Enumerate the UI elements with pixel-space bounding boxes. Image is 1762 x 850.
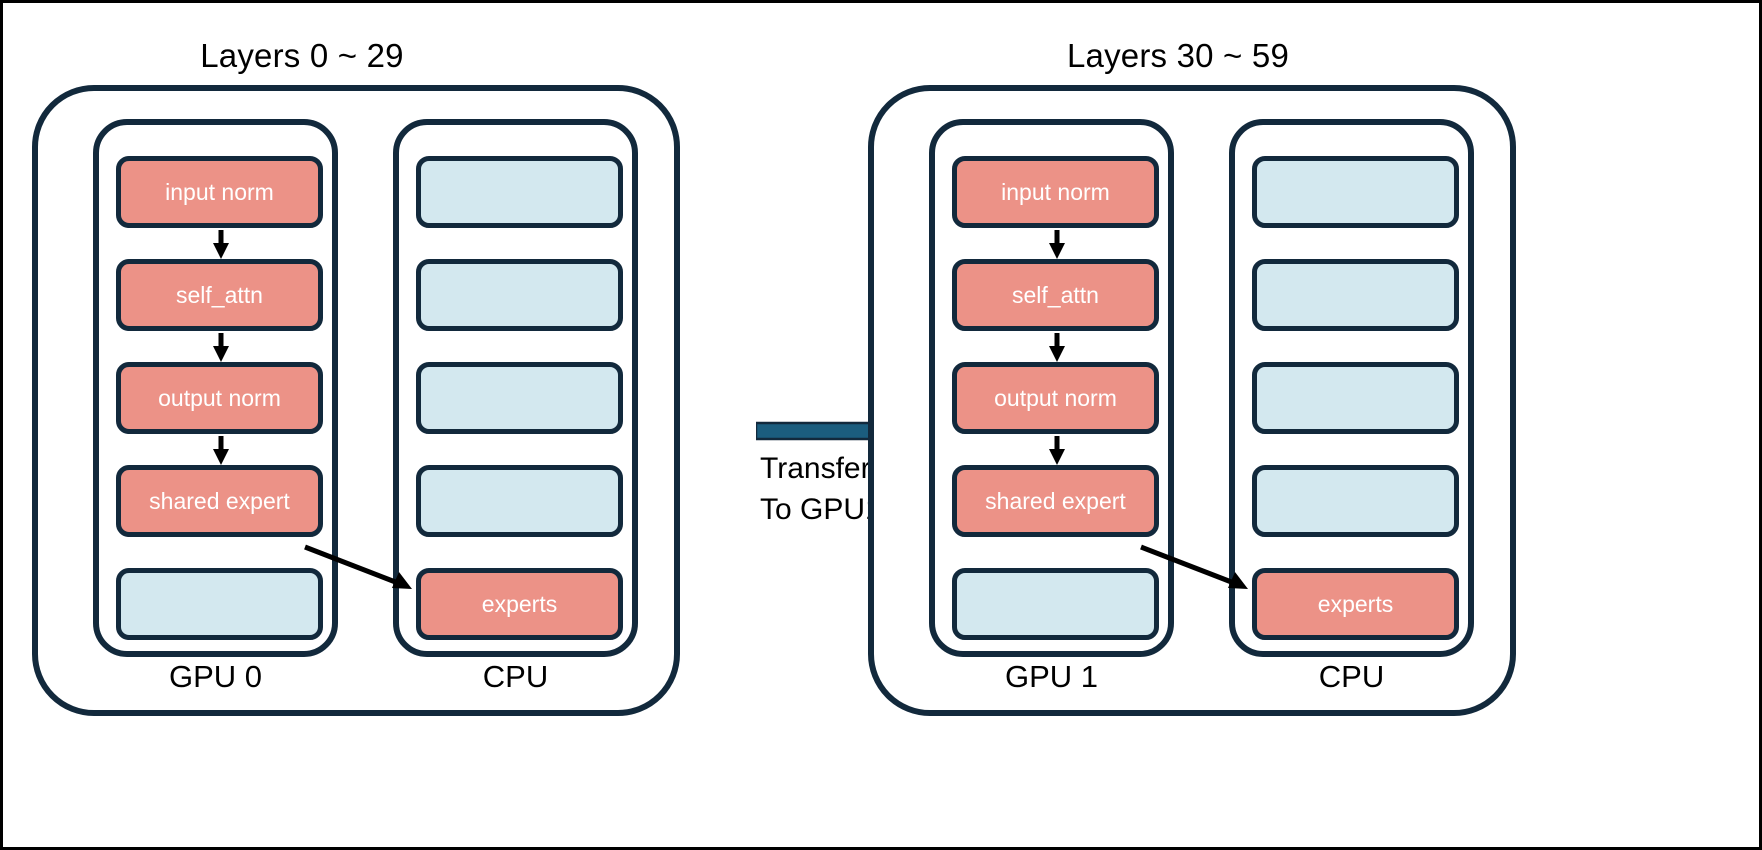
block-experts[interactable]: experts bbox=[416, 568, 623, 640]
frame-edge-top bbox=[0, 0, 1762, 3]
block-empty-slot[interactable] bbox=[1252, 156, 1459, 228]
block-shared-expert[interactable]: shared expert bbox=[116, 465, 323, 537]
cpu-column: experts bbox=[393, 119, 638, 657]
block-empty-slot[interactable] bbox=[116, 568, 323, 640]
block-input-norm[interactable]: input norm bbox=[952, 156, 1159, 228]
frame-edge-bottom bbox=[0, 847, 1762, 850]
block-input-norm[interactable]: input norm bbox=[116, 156, 323, 228]
cpu-column-label: CPU bbox=[1318, 659, 1385, 694]
device-card: input norm self_attn output norm shared … bbox=[32, 85, 680, 716]
block-empty-slot[interactable] bbox=[416, 259, 623, 331]
gpu-column-label: GPU 1 bbox=[1004, 659, 1099, 694]
group-title: Layers 30 ~ 59 bbox=[1066, 37, 1290, 74]
block-empty-slot[interactable] bbox=[416, 465, 623, 537]
gpu-column: input norm self_attn output norm shared … bbox=[93, 119, 338, 657]
gpu-column-label: GPU 0 bbox=[168, 659, 263, 694]
block-empty-slot[interactable] bbox=[1252, 465, 1459, 537]
block-output-norm[interactable]: output norm bbox=[952, 362, 1159, 434]
cpu-column: experts bbox=[1229, 119, 1474, 657]
block-empty-slot[interactable] bbox=[416, 156, 623, 228]
block-empty-slot[interactable] bbox=[1252, 259, 1459, 331]
block-output-norm[interactable]: output norm bbox=[116, 362, 323, 434]
block-empty-slot[interactable] bbox=[952, 568, 1159, 640]
block-self-attn[interactable]: self_attn bbox=[952, 259, 1159, 331]
gpu-column: input norm self_attn output norm shared … bbox=[929, 119, 1174, 657]
frame-edge-right bbox=[1759, 0, 1762, 850]
device-group-0: Layers 0 ~ 29 input norm self_attn outpu… bbox=[0, 0, 762, 850]
block-shared-expert[interactable]: shared expert bbox=[952, 465, 1159, 537]
device-group-1: Layers 30 ~ 59 input norm self_attn outp… bbox=[848, 0, 1610, 850]
block-empty-slot[interactable] bbox=[1252, 362, 1459, 434]
group-title: Layers 0 ~ 29 bbox=[200, 37, 404, 74]
block-experts[interactable]: experts bbox=[1252, 568, 1459, 640]
frame-edge-left bbox=[0, 0, 3, 850]
cpu-column-label: CPU bbox=[482, 659, 549, 694]
device-card: input norm self_attn output norm shared … bbox=[868, 85, 1516, 716]
block-empty-slot[interactable] bbox=[416, 362, 623, 434]
block-self-attn[interactable]: self_attn bbox=[116, 259, 323, 331]
